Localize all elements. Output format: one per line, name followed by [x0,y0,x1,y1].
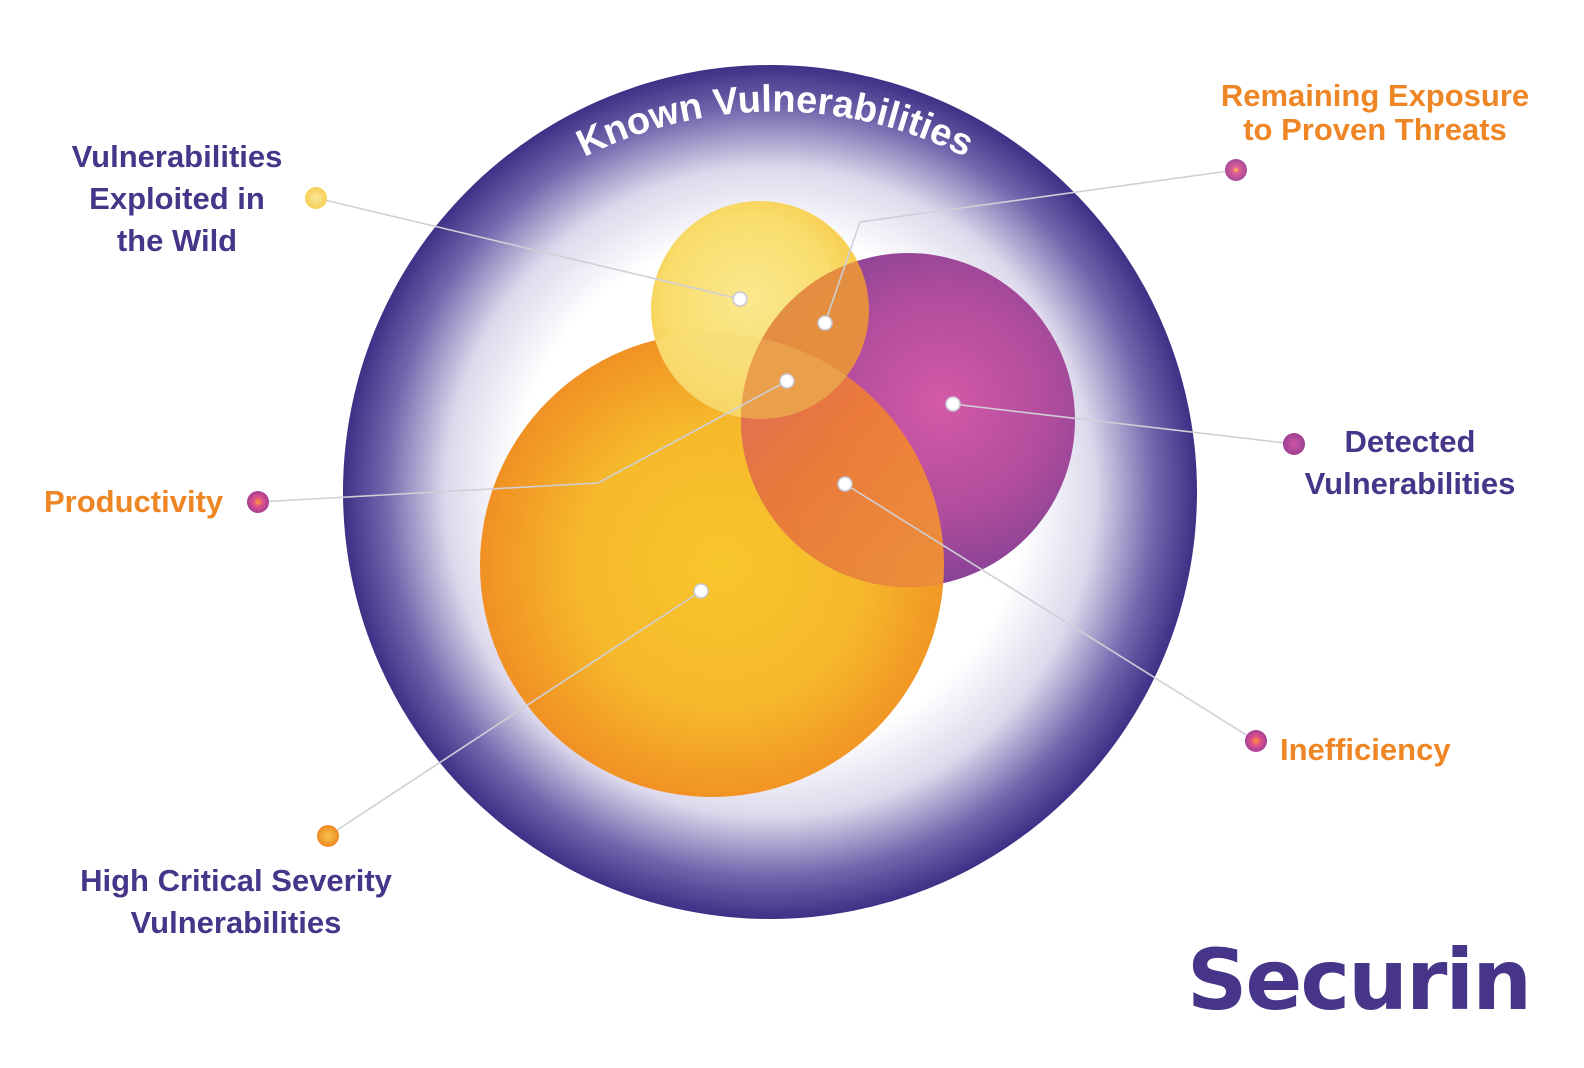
anchor-dot-exploited [732,291,748,307]
anchor-dot-inefficiency [837,476,853,492]
legend-dot-detected [1283,433,1305,455]
label-productivity: Productivity [44,484,224,519]
anchor-dot-remaining [817,315,833,331]
label-high-critical: High Critical Severity Vulnerabilities [80,863,392,940]
securin-logo: Securin [1186,931,1532,1029]
inefficiency-overlap [741,333,944,587]
anchor-dot-detected [945,396,961,412]
anchor-dot-high-critical [693,583,709,599]
legend-dot-remaining [1225,159,1247,181]
legend-dot-exploited [305,187,327,209]
legend-dot-inefficiency [1245,730,1267,752]
label-inefficiency: Inefficiency [1280,732,1451,767]
anchor-dots [693,291,961,599]
label-detected: Detected Vulnerabilities [1304,424,1516,501]
label-remaining-exposure: Remaining Exposure to Proven Threats [1220,78,1530,147]
legend-dot-productivity [247,491,269,513]
leader-lines [257,169,1295,837]
label-exploited-wild: Vulnerabilities Exploited in the Wild [71,139,283,258]
anchor-dot-productivity [779,373,795,389]
legend-dot-high-critical [317,825,339,847]
